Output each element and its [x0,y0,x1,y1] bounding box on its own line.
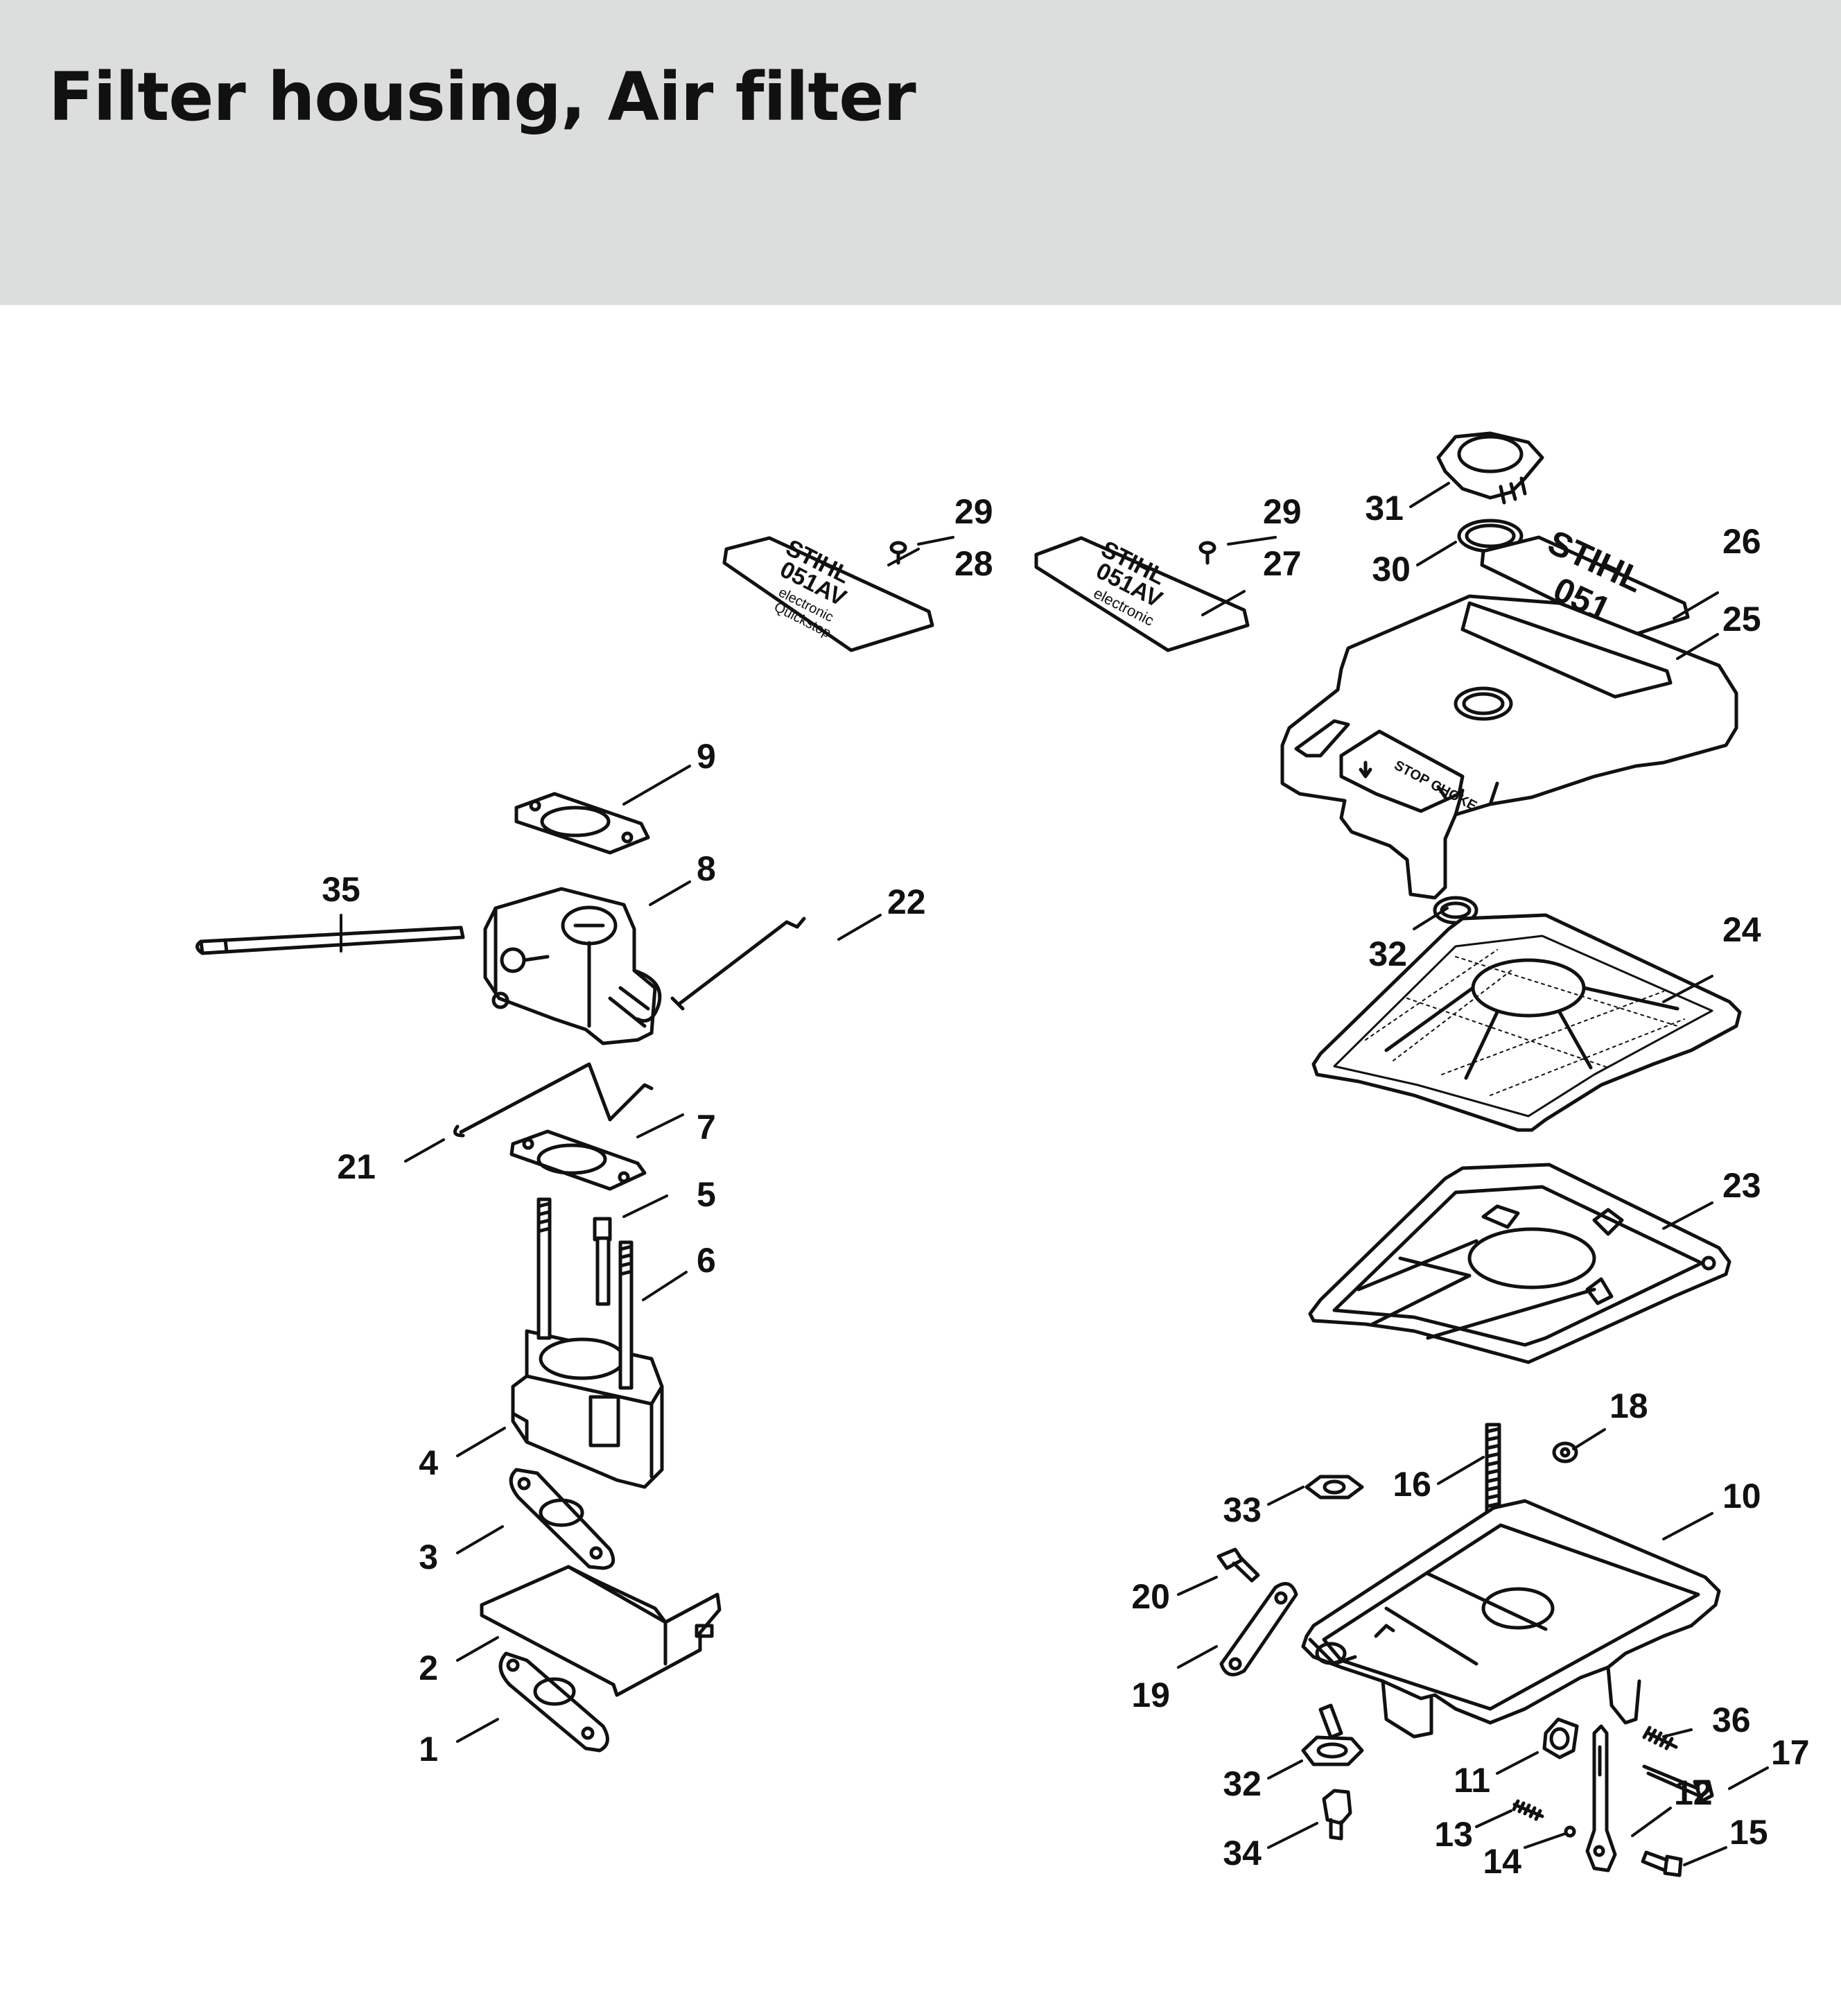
part-1-gasket [498,1651,609,1753]
callout-5: 5 [697,1175,716,1214]
callout-12: 12 [1674,1773,1713,1812]
part-15-screw [1641,1850,1683,1877]
part-4-manifold [511,1329,664,1489]
callout-2: 2 [419,1649,438,1687]
part-29-screw-right [1198,541,1216,565]
callout-16: 16 [1393,1465,1431,1504]
callout-8: 8 [697,849,716,888]
part-24-air-filter [1311,913,1742,1132]
part-33-valve [1301,1703,1364,1766]
part-18-nut [1552,1441,1578,1463]
callout-33: 32 [1223,1764,1262,1803]
callout-11: 11 [1454,1761,1490,1800]
callout-19: 19 [1131,1676,1170,1714]
leader-lines [340,482,1769,1866]
part-21-rod [453,1062,654,1138]
part-35-fitting [1322,1789,1352,1841]
callout-18: 18 [1609,1387,1648,1425]
callout-10: 10 [1722,1477,1761,1515]
callout-21: 21 [337,1147,376,1186]
callout-37: 36 [1712,1701,1751,1739]
callout-7: 7 [697,1108,716,1147]
callout-20: 20 [1131,1577,1170,1616]
callout-32: 32 [1368,935,1407,973]
part-9-gasket [514,792,650,855]
callout-14: 14 [1483,1842,1521,1881]
callout-22: 22 [887,883,926,921]
part-7-gasket [509,1129,647,1191]
callout-31: 31 [1365,489,1404,528]
part-2-baffle [480,1565,722,1697]
part-31-knob [1436,431,1544,505]
part-22-rod [670,916,806,1011]
part-12-lever [1585,1724,1617,1872]
part-36-tube [195,926,465,955]
callout-29-right: 29 [1263,492,1302,531]
part-6-studs [536,1197,634,1390]
part-19-lever [1219,1581,1298,1677]
callout-24: 24 [1722,910,1761,949]
callout-25: 25 [1722,600,1761,638]
callout-3: 3 [419,1538,438,1576]
callout-28: 28 [954,544,993,583]
callout-13: 13 [1434,1815,1473,1854]
part-27-plate: STIHL 051AV electronic [1034,536,1250,652]
part-13-spring [1512,1799,1544,1821]
part-10-base-plate [1301,1499,1721,1739]
callout-17: 17 [1771,1733,1810,1772]
part-11-grommet [1542,1717,1579,1759]
part-20-bolt [1216,1547,1260,1583]
part-8-carburetor [483,887,662,1045]
header-bar: Filter housing, Air filter [0,0,1841,305]
part-23-filter-frame [1308,1163,1731,1364]
callout-23: 23 [1722,1166,1761,1205]
callout-9: 9 [697,737,716,776]
part-14-ball [1564,1825,1576,1838]
page-title: Filter housing, Air filter [49,58,916,136]
part-34-nut [1305,1475,1364,1500]
callout-35: 34 [1223,1834,1262,1872]
callout-27: 27 [1263,544,1302,583]
callout-34: 33 [1223,1491,1262,1529]
callout-15: 15 [1729,1813,1768,1852]
part-25-filter-cover: STOP CHOKE [1280,594,1738,900]
exploded-parts-diagram: STIHL 051AV electronic Quickstop STIHL 0… [0,305,1841,2013]
callout-30: 30 [1372,550,1411,589]
callout-26: 26 [1722,522,1761,561]
part-17-screw [1642,1764,1714,1803]
part-3-gasket [509,1468,616,1570]
part-37-spring [1642,1726,1678,1750]
callout-1: 1 [419,1730,438,1769]
part-5-screw [593,1217,612,1306]
callout-36: 35 [322,870,360,909]
callout-6: 6 [697,1241,716,1280]
callout-29-left: 29 [954,492,993,531]
callout-4: 4 [419,1443,438,1482]
